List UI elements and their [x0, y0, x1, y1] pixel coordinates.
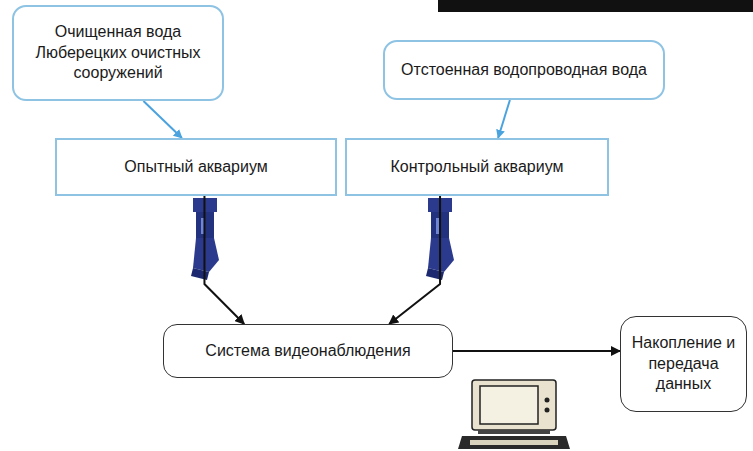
node-label: Отстоенная водопроводная вода — [401, 60, 647, 81]
node-label: Накопление и передача данных — [631, 333, 736, 395]
source-box: Отстоенная водопроводная вода — [383, 40, 665, 100]
flow-arrow — [143, 101, 181, 138]
aquarium-box: Опытный аквариум — [55, 138, 337, 196]
flow-arrow — [389, 196, 440, 324]
flow-arrow — [453, 350, 620, 352]
top-bar — [438, 0, 753, 12]
flow-arrow — [204, 196, 244, 324]
computer-icon — [458, 380, 570, 449]
output-box: Накопление и передача данных — [620, 316, 747, 412]
node-label: Опытный аквариум — [124, 157, 267, 178]
process-box: Система видеонаблюдения — [163, 324, 453, 378]
node-label: Система видеонаблюдения — [205, 341, 410, 362]
aquarium-box: Контрольный аквариум — [345, 138, 609, 196]
node-label: Очищенная вода Люберецких очистных соору… — [24, 22, 212, 84]
flow-arrow — [498, 100, 510, 138]
node-label: Контрольный аквариум — [391, 157, 564, 178]
source-box: Очищенная вода Люберецких очистных соору… — [12, 5, 224, 101]
